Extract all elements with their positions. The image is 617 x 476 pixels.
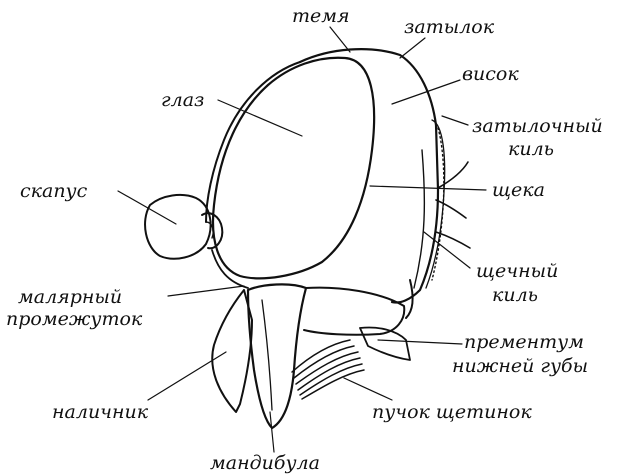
genal-carina (414, 150, 424, 288)
frons-edge (206, 62, 300, 222)
leader-malyarny (168, 286, 244, 296)
label-prementum-1: прементум (464, 332, 584, 353)
leader-shcheka (370, 186, 486, 190)
leader-prementum (378, 340, 462, 344)
leader-zatylochny (442, 116, 468, 125)
leader-mandibula (270, 412, 274, 452)
leader-puchok (344, 378, 392, 400)
setae-bundle (292, 340, 364, 399)
clypeus-outline (212, 290, 252, 412)
label-shchechny-kil-2: киль (492, 285, 538, 306)
label-malyarny-1: малярный (18, 287, 122, 308)
antennal-scape (145, 195, 211, 259)
leader-visok (392, 80, 460, 104)
neck-line-middle (436, 200, 466, 218)
leader-shchechny (424, 232, 470, 268)
label-shcheka: щека (492, 180, 545, 201)
head-capsule-outline (300, 49, 438, 302)
neck-line-upper (438, 162, 468, 188)
label-zatylochny-kil-2: киль (508, 139, 554, 160)
label-skapus: скапус (20, 181, 87, 202)
oral-cavity-outline (304, 288, 404, 335)
label-mandibula: мандибула (210, 453, 320, 474)
mandible-outline (248, 284, 306, 428)
label-zatylok: затылок (404, 17, 494, 38)
label-temya: темя (292, 6, 350, 27)
label-nalichnik: наличник (52, 402, 148, 423)
label-puchok: пучок щетинок (372, 402, 532, 423)
label-shchechny-kil-1: щечный (476, 261, 558, 282)
leader-glaz (218, 100, 302, 136)
label-glaz: глаз (161, 90, 204, 111)
leader-zatylok (400, 38, 425, 58)
label-prementum-2: нижней губы (452, 356, 588, 377)
leader-temya (330, 27, 350, 52)
label-malyarny-2: промежуток (6, 309, 142, 330)
compound-eye-outline (213, 58, 374, 279)
label-zatylochny-kil-1: затылочный (472, 116, 603, 137)
mandible-inner-line (262, 300, 272, 410)
label-visok: висок (462, 64, 519, 85)
